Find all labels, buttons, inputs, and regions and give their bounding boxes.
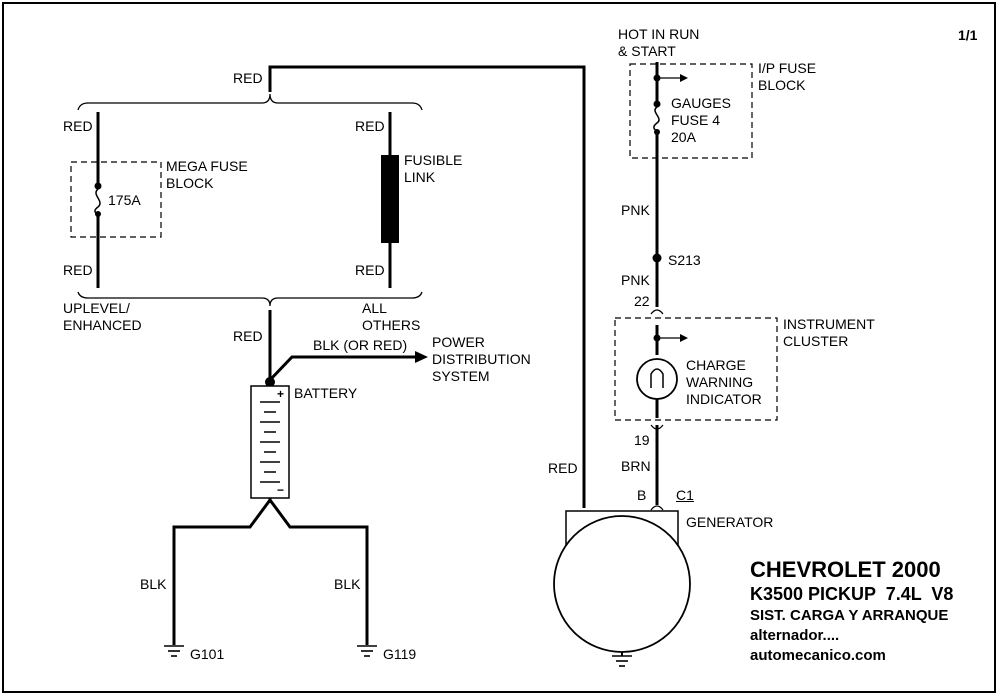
title-subject: alternador....	[750, 627, 840, 644]
ip-fuse-dot-bottom	[654, 129, 660, 135]
gauges-fuse-element	[653, 106, 660, 132]
splice-s213	[652, 253, 662, 263]
battery-junction-dot	[265, 377, 275, 387]
charge-warning-lamp	[636, 358, 678, 400]
title-model: K3500 PICKUP 7.4L V8	[750, 584, 954, 604]
wire-blk-or-red	[268, 355, 415, 382]
mega-fuse-block-box	[70, 161, 162, 238]
label-blk-right: BLK	[334, 576, 361, 592]
title-site: automecanico.com	[750, 647, 886, 664]
connector-c1-mark	[650, 505, 664, 511]
label-all-others: ALL OTHERS	[362, 300, 421, 333]
mega-fuse-dot-top	[94, 182, 102, 190]
label-pnk-lower: PNK	[621, 272, 650, 288]
label-red-fusible-bottom: RED	[355, 262, 385, 278]
connector-19-mark	[650, 424, 664, 430]
battery-plates	[260, 401, 280, 483]
label-mega-fuse-block: MEGA FUSE BLOCK	[166, 158, 266, 192]
label-fusible-link: FUSIBLE LINK	[404, 152, 463, 185]
label-battery: BATTERY	[294, 385, 358, 401]
label-red-generator: RED	[548, 460, 578, 476]
mega-fuse-dot-bottom	[95, 211, 101, 217]
label-red-top: RED	[233, 70, 263, 86]
instrument-cluster-box	[614, 317, 778, 421]
label-175a: 175A	[108, 192, 141, 208]
title-system: SIST. CARGA Y ARRANQUE	[750, 607, 949, 624]
ip-fuse-dot-mid	[653, 100, 661, 108]
label-red-fusible-top: RED	[355, 118, 385, 134]
label-pin-19: 19	[634, 432, 650, 448]
page-number: 1/1	[958, 27, 978, 43]
label-red-mega-top: RED	[63, 118, 93, 134]
label-hot-in-run: HOT IN RUN & START	[618, 26, 700, 59]
wire-blk-left	[172, 499, 272, 645]
label-instrument-cluster: INSTRUMENT CLUSTER	[783, 316, 875, 349]
label-charge-warning: CHARGE WARNING INDICATOR	[686, 357, 762, 407]
title-make-year: CHEVROLET 2000	[750, 557, 941, 582]
mega-fuse-element	[94, 188, 101, 215]
generator-ground-symbol	[612, 655, 632, 667]
label-s213: S213	[668, 252, 701, 268]
label-blk-left: BLK	[140, 576, 167, 592]
label-ip-fuse-block: I/P FUSE BLOCK	[758, 60, 817, 93]
brace-top	[77, 93, 423, 111]
ground-g119-symbol	[357, 645, 377, 657]
mega-fuse-block-text: MEGA FUSE BLOCK	[166, 158, 248, 191]
wire-blk-right	[268, 499, 369, 645]
label-blk-or-red: BLK (OR RED)	[313, 337, 408, 353]
label-uplevel: UPLEVEL/ ENHANCED	[63, 300, 142, 333]
label-pin-22: 22	[634, 293, 650, 309]
label-c1: C1	[676, 487, 694, 503]
lamp-filament	[650, 368, 664, 388]
ip-fuse-block-box	[629, 63, 753, 159]
label-gauges-fuse: GAUGES FUSE 4 20A	[671, 95, 731, 145]
label-brn: BRN	[621, 458, 651, 474]
brace-bottom	[77, 291, 423, 307]
label-pnk-upper: PNK	[621, 202, 650, 218]
generator-body	[553, 515, 691, 653]
wire-red-top	[268, 65, 586, 508]
label-generator: GENERATOR	[686, 514, 774, 530]
ground-g101-symbol	[164, 645, 184, 657]
label-g101: G101	[190, 646, 225, 662]
connector-22-mark	[650, 309, 664, 315]
battery-plus-sign: +	[277, 387, 285, 401]
label-pin-b: B	[637, 487, 647, 503]
pds-arrow	[415, 351, 428, 363]
fusible-link-body	[381, 155, 399, 243]
label-power-distribution: POWER DISTRIBUTION SYSTEM	[432, 334, 531, 384]
battery-minus-sign: −	[277, 483, 285, 497]
label-g119: G119	[383, 646, 417, 662]
label-red-mega-bottom: RED	[63, 262, 93, 278]
label-red-battery: RED	[233, 328, 263, 344]
